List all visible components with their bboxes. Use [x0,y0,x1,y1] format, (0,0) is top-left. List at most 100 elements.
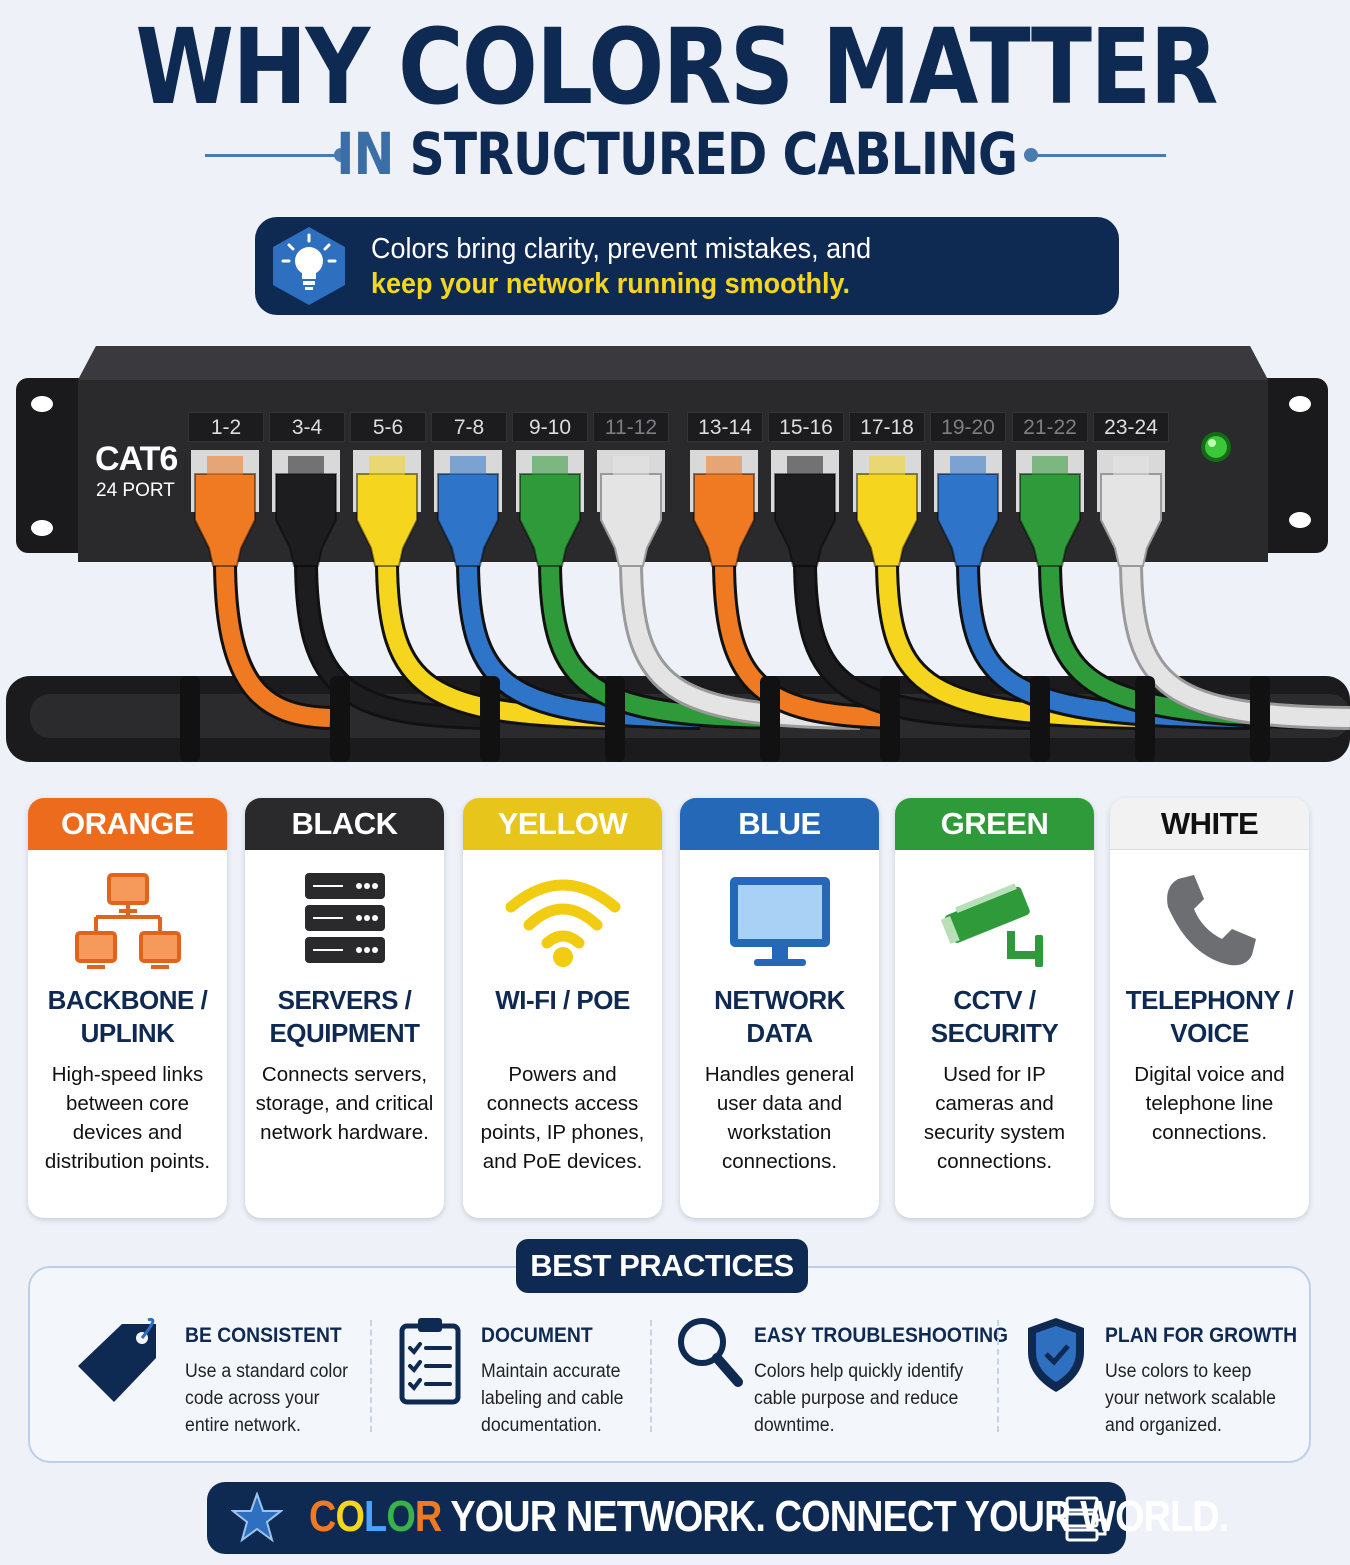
rj45-plug [194,473,256,567]
patch-cable [216,559,331,727]
best-practice-item: PLAN FOR GROWTH Use colors to keep your … [1024,1316,1297,1446]
tag-icon [78,1317,156,1402]
rj45-plug [1019,473,1081,567]
rj45-plug [1100,473,1162,567]
footer-letter: R [414,1492,442,1541]
shield-check-icon [1028,1318,1084,1392]
page-subtitle: IN STRUCTURED CABLING [110,120,1244,188]
best-practice-description: Colors help quickly identify cable purpo… [754,1361,964,1436]
desktop-monitor-icon [680,866,879,976]
subtitle-rule-right [1034,154,1166,157]
subtitle-rest: STRUCTURED CABLING [409,120,1018,188]
telephone-icon [1110,866,1309,976]
rj45-plug-tip [869,456,905,476]
rj45-plug-tip [207,456,243,476]
status-led [1205,436,1227,458]
best-practice-heading: BE CONSISTENT [185,1324,342,1347]
rj45-plug-tip [706,456,742,476]
best-practice-description: Maintain accurate labeling and cable doc… [481,1361,624,1436]
best-practice-item: DOCUMENT Maintain accurate labeling and … [398,1316,648,1446]
lightbulb-icon [273,227,345,305]
patch-panel-illustration [6,346,1350,762]
best-practice-divider [650,1320,652,1432]
footer-letter: C [309,1492,336,1541]
subtitle-row: IN STRUCTURED CABLING [0,120,1350,190]
footer-letter: O [386,1492,415,1541]
server-rack-icon [245,866,444,976]
card-color-name: YELLOW [463,798,662,850]
card-title: TELEPHONY / VOICE [1125,985,1294,1048]
subtitle-prefix: IN [336,120,394,188]
rj45-plug-tip [787,456,823,476]
footer-letter: L [364,1492,387,1541]
best-practice-divider [997,1320,999,1432]
card-description: Handles general user data and workstatio… [704,1063,855,1173]
port-label: 21-22 [1012,412,1088,442]
rj45-plug [600,473,662,567]
rj45-plug [856,473,918,567]
port-label: 15-16 [768,412,844,442]
footer-banner: COLOR YOUR NETWORK. CONNECT YOUR WORLD. [207,1482,1229,1554]
port-label: 9-10 [512,412,588,442]
panel-port-count: 24 PORT [96,480,175,501]
best-practices-panel [28,1266,1311,1463]
patch-cable [796,559,1041,727]
card-color-name: WHITE [1110,798,1309,850]
port-label: 1-2 [188,412,264,442]
rj45-plug [519,473,581,567]
best-practice-description: Use a standard color code across your en… [185,1361,349,1436]
footer-letter: O [335,1492,365,1541]
port-label: 11-12 [593,412,669,442]
clipboard-checklist-icon [399,1318,461,1405]
tagline-banner: Colors bring clarity, prevent mistakes, … [255,217,1119,315]
color-card-green: GREEN CCTV / SECURITY Used for IP camera… [895,798,1094,1218]
card-description: Digital voice and telephone line connect… [1134,1063,1285,1144]
color-card-yellow: YELLOW WI-FI / POE Powers and connects a… [463,798,662,1218]
network-switch-icon [1057,1496,1107,1542]
security-camera-icon [895,866,1094,976]
rj45-plug-tip [369,456,405,476]
port-label: 17-18 [849,412,925,442]
rj45-plug [774,473,836,567]
patch-cable [1122,559,1350,727]
card-description: High-speed links between core devices an… [44,1063,211,1173]
card-title: NETWORK DATA [714,985,845,1048]
port-label: 5-6 [350,412,426,442]
rj45-plug-tip [450,456,486,476]
port-label: 13-14 [687,412,763,442]
color-card-blue: BLUE NETWORK DATA Handles general user d… [680,798,879,1218]
card-description: Powers and connects access points, IP ph… [480,1063,645,1173]
card-color-name: BLUE [680,798,879,850]
card-title: CCTV / SECURITY [930,985,1059,1048]
best-practice-heading: EASY TROUBLESHOOTING [754,1324,1009,1347]
card-title: BACKBONE / UPLINK [47,985,208,1048]
tagline-line-1: Colors bring clarity, prevent mistakes, … [371,233,872,265]
panel-brand: CAT6 [95,440,178,478]
port-label: 19-20 [930,412,1006,442]
rj45-plug [356,473,418,567]
port-label: 7-8 [431,412,507,442]
best-practice-divider [370,1320,372,1432]
port-label: 3-4 [269,412,345,442]
card-color-name: BLACK [245,798,444,850]
rj45-plug-tip [950,456,986,476]
color-card-orange: ORANGE BACKBONE / UPLINK High-speed link… [28,798,227,1218]
card-title: WI-FI / POE [495,985,630,1015]
rj45-plug-tip [613,456,649,476]
rj45-plug [275,473,337,567]
color-card-black: BLACK SERVERS / EQUIPMENT Connects serve… [245,798,444,1218]
best-practice-description: Use colors to keep your network scalable… [1105,1361,1276,1436]
subtitle-dot-left [334,148,348,162]
best-practice-item: EASY TROUBLESHOOTING Colors help quickly… [676,1316,1008,1446]
footer-slogan: COLOR YOUR NETWORK. CONNECT YOUR WORLD. [309,1492,1229,1542]
star-icon [231,1492,283,1543]
color-card-white: WHITE TELEPHONY / VOICE Digital voice an… [1110,798,1309,1218]
tagline-line-2: keep your network running smoothly. [371,268,851,300]
best-practice-item: BE CONSISTENT Use a standard color code … [74,1316,364,1446]
footer-slogan-rest: YOUR NETWORK. CONNECT YOUR WORLD. [441,1492,1229,1541]
best-practices-title: BEST PRACTICES [516,1239,808,1293]
magnifier-icon [678,1318,743,1387]
card-color-name: GREEN [895,798,1094,850]
rj45-plugs [191,450,1165,567]
subtitle-dot-right [1024,148,1038,162]
